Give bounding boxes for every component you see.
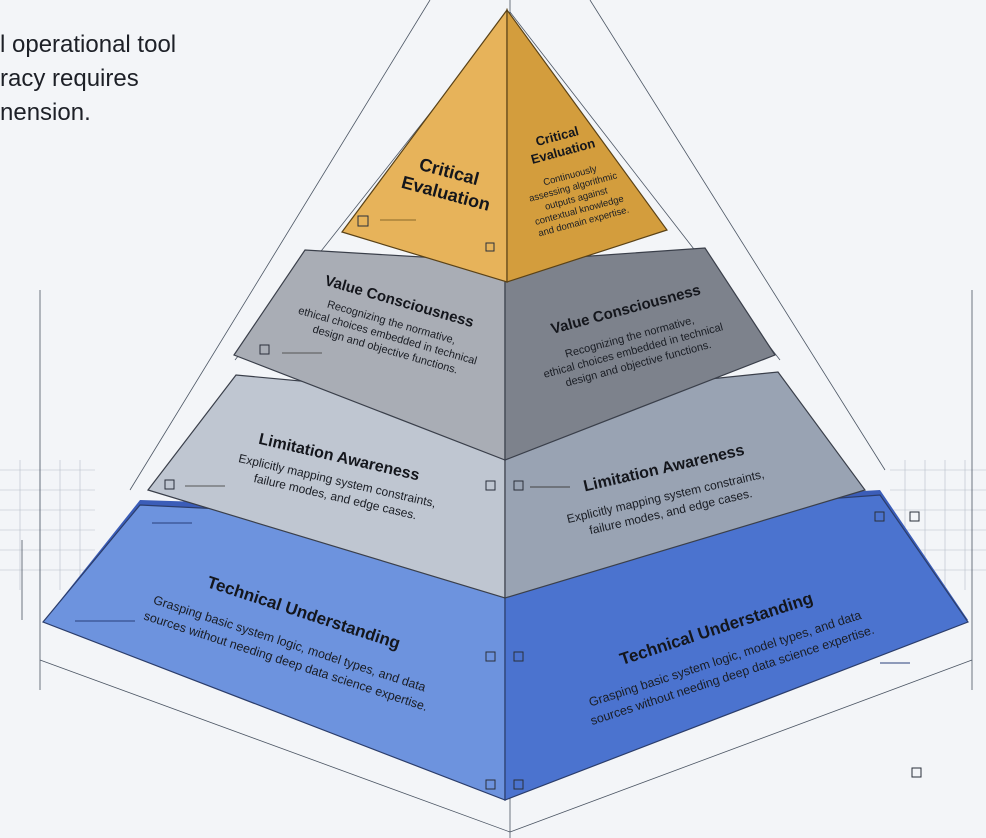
tier-critical-evaluation-right-face bbox=[506, 8, 668, 283]
intro-text: l operational tool racy requires nension… bbox=[0, 28, 300, 130]
tier-value-consciousness-right-face bbox=[504, 247, 776, 461]
intro-line: l operational tool bbox=[0, 31, 177, 58]
intro-line: racy requires bbox=[0, 65, 139, 92]
left-grid bbox=[0, 460, 95, 590]
intro-line: nension. bbox=[0, 99, 91, 126]
corner-markers bbox=[164, 215, 922, 790]
tier-critical-evaluation-left-face bbox=[341, 8, 508, 283]
annotation-scribbles bbox=[75, 219, 910, 664]
